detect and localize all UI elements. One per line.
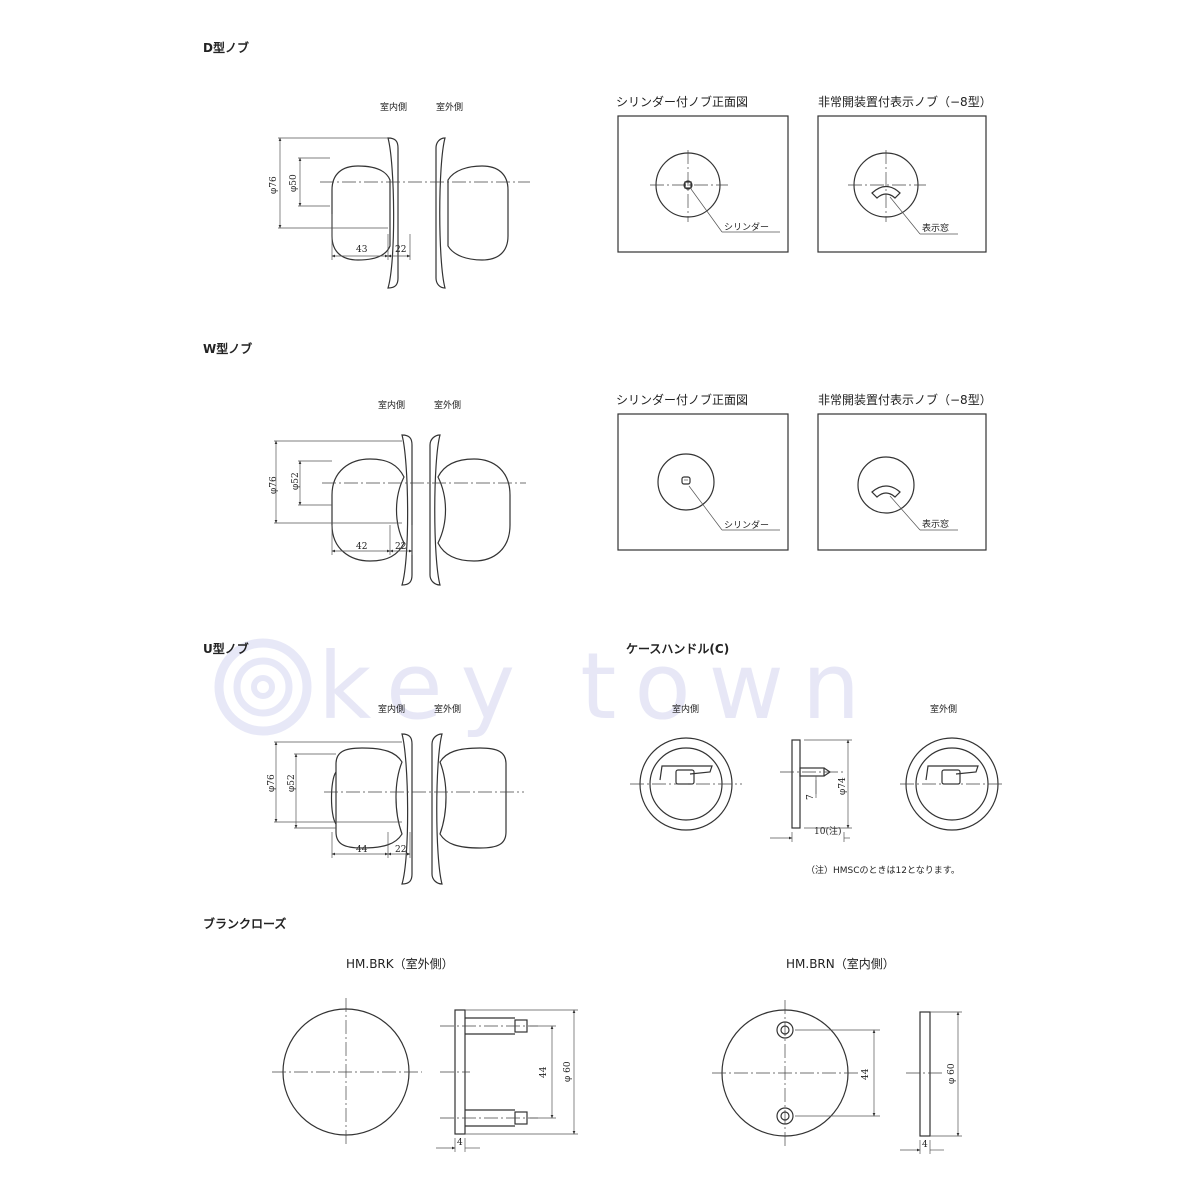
w-dim-inner: φ52 bbox=[291, 472, 301, 490]
w-dim-rose: 22 bbox=[395, 542, 406, 552]
case-dim-depth: 10(注) bbox=[814, 825, 841, 837]
w-panel-indicator bbox=[817, 413, 987, 551]
brn-dim-diameter: φ 60 bbox=[947, 1063, 957, 1084]
brn-dim-pitch: 44 bbox=[861, 1068, 871, 1080]
d-panel-cylinder bbox=[617, 115, 789, 253]
brn-front-view bbox=[712, 1000, 880, 1146]
brk-side-view bbox=[436, 1009, 578, 1152]
d-knob-title: D型ノブ bbox=[203, 40, 249, 55]
w-indicator-label: 表示窓 bbox=[922, 518, 949, 530]
w-knob-side-view bbox=[274, 434, 526, 586]
d-dim-outer: φ76 bbox=[269, 176, 279, 194]
w-outdoor-label: 室外側 bbox=[434, 399, 461, 411]
u-dim-rose: 22 bbox=[395, 845, 406, 855]
w-indoor-label: 室内側 bbox=[378, 399, 405, 411]
case-dim-spindle: 7 bbox=[806, 794, 816, 800]
watermark-text: key town bbox=[318, 633, 878, 740]
u-knob-title: U型ノブ bbox=[203, 641, 249, 656]
u-indoor-label: 室内側 bbox=[378, 703, 405, 715]
d-indicator-label: 表示窓 bbox=[922, 222, 949, 234]
brn-dim-thickness: 4 bbox=[922, 1140, 928, 1150]
w-dim-outer: φ76 bbox=[269, 476, 279, 494]
blank-rose-title: ブランクローズ bbox=[203, 916, 286, 931]
d-indoor-label: 室内側 bbox=[380, 101, 407, 113]
case-note: （注）HMSCのときは12となります。 bbox=[806, 864, 960, 876]
case-handle-outdoor-view bbox=[900, 737, 1004, 831]
d-outdoor-label: 室外側 bbox=[436, 101, 463, 113]
brk-dim-pitch: 44 bbox=[539, 1066, 549, 1078]
brk-dim-diameter: φ 60 bbox=[563, 1061, 573, 1082]
d-dim-length: 43 bbox=[356, 245, 368, 255]
indicator-window-icon bbox=[871, 185, 901, 199]
case-handle-title: ケースハンドル(C) bbox=[626, 642, 729, 656]
indicator-window-icon bbox=[871, 485, 901, 498]
screw-hole-icon bbox=[776, 1107, 794, 1125]
d-knob-side-view bbox=[278, 137, 530, 289]
case-outdoor-label: 室外側 bbox=[930, 703, 957, 715]
w-dim-length: 42 bbox=[356, 542, 367, 552]
screw-hole-icon bbox=[776, 1021, 794, 1039]
case-handle-indoor-view bbox=[630, 737, 742, 831]
u-dim-length: 44 bbox=[356, 845, 368, 855]
d-panel-cylinder-title: シリンダー付ノブ正面図 bbox=[616, 94, 748, 109]
d-dim-inner: φ50 bbox=[289, 174, 299, 192]
brn-label: HM.BRN（室内側） bbox=[786, 956, 895, 971]
brk-label: HM.BRK（室外側） bbox=[346, 956, 454, 971]
cylinder-icon bbox=[681, 476, 691, 485]
u-dim-inner: φ52 bbox=[287, 774, 297, 792]
brk-dim-thickness: 4 bbox=[457, 1138, 463, 1148]
u-knob-side-view bbox=[274, 733, 524, 885]
d-cylinder-label: シリンダー bbox=[724, 221, 769, 233]
w-cylinder-label: シリンダー bbox=[724, 519, 769, 531]
brk-front-view bbox=[272, 998, 422, 1146]
u-dim-outer: φ76 bbox=[267, 774, 277, 792]
w-panel-cylinder bbox=[617, 413, 789, 551]
case-handle-side-view bbox=[770, 739, 852, 842]
watermark: key town bbox=[214, 633, 878, 740]
d-panel-indicator-title: 非常開装置付表示ノブ（−8型） bbox=[818, 94, 992, 109]
brn-side-view bbox=[900, 1011, 962, 1154]
d-dim-rose: 22 bbox=[395, 245, 406, 255]
u-outdoor-label: 室外側 bbox=[434, 703, 461, 715]
w-knob-title: W型ノブ bbox=[203, 341, 252, 356]
d-panel-indicator bbox=[817, 115, 987, 253]
w-panel-indicator-title: 非常開装置付表示ノブ（−8型） bbox=[818, 392, 992, 407]
w-panel-cylinder-title: シリンダー付ノブ正面図 bbox=[616, 392, 748, 407]
case-indoor-label: 室内側 bbox=[672, 703, 699, 715]
case-dim-diameter: φ74 bbox=[838, 777, 848, 795]
cylinder-icon bbox=[683, 180, 693, 190]
